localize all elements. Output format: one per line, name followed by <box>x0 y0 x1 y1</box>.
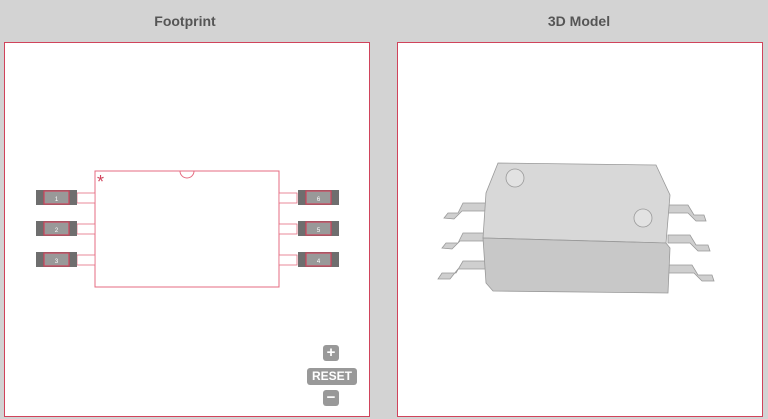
pad-6: 6 <box>278 190 339 205</box>
pad-label: 6 <box>317 197 321 203</box>
3d-model-viewer[interactable] <box>397 42 763 417</box>
package-side <box>482 237 671 294</box>
pad-3: 3 <box>36 252 96 267</box>
zoom-out-button[interactable]: − <box>323 390 339 406</box>
pad-4: 4 <box>278 252 339 267</box>
pad-5: 5 <box>278 221 339 236</box>
zoom-in-button[interactable]: + <box>323 345 339 361</box>
pad-label: 4 <box>317 259 321 265</box>
footprint-viewer[interactable]: * 1 6 2 5 3 4 + RESET − <box>4 42 370 417</box>
lead <box>667 234 711 252</box>
pad-2: 2 <box>36 221 96 236</box>
package-outline <box>94 170 280 288</box>
3d-model-render <box>437 162 715 294</box>
lead <box>443 202 489 220</box>
pin1-notch <box>179 170 195 179</box>
pad-label: 3 <box>55 259 59 265</box>
footprint-drawing: * 1 6 2 5 3 4 <box>36 170 339 288</box>
lead <box>667 264 715 282</box>
footprint-title: Footprint <box>154 13 216 29</box>
reset-button[interactable]: RESET <box>307 368 357 385</box>
3d-model-title: 3D Model <box>547 13 611 29</box>
pad-label: 5 <box>317 228 321 234</box>
pin1-marker: * <box>97 172 104 192</box>
lead <box>441 232 489 250</box>
lead <box>437 260 489 280</box>
pad-label: 2 <box>55 228 59 234</box>
pad-1: 1 <box>36 190 96 205</box>
pad-label: 1 <box>55 197 59 203</box>
lead <box>667 204 707 222</box>
